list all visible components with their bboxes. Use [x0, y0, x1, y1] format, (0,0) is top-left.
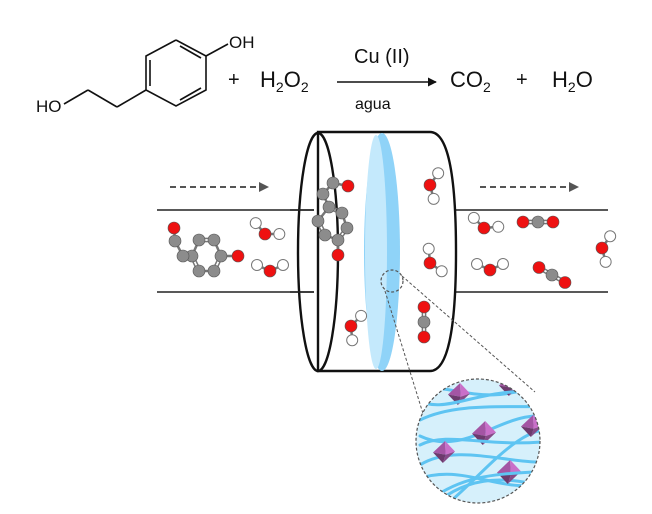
atom-o — [532, 261, 546, 274]
atom-c — [214, 249, 228, 263]
fiber-strand — [418, 403, 540, 422]
svg-text:CO2: CO2 — [450, 67, 491, 95]
plus-sign-2: + — [516, 69, 528, 91]
atom-c — [176, 249, 190, 263]
atom-o — [595, 241, 609, 255]
molecule-h2o — [595, 230, 617, 268]
molecule-co2 — [516, 215, 560, 229]
atom-o — [558, 276, 572, 289]
atom-o — [423, 178, 437, 192]
atom-c — [168, 234, 182, 248]
molecule-h2o — [423, 167, 445, 205]
atom-o — [546, 215, 560, 229]
atom-o — [258, 227, 272, 241]
atom-h — [432, 167, 445, 180]
fiber-strand — [470, 368, 550, 375]
atom-o — [231, 249, 245, 263]
atom-c — [192, 264, 206, 278]
atom-c — [417, 315, 431, 329]
atom-o — [263, 264, 277, 278]
atom-o — [483, 263, 497, 277]
atom-c — [326, 176, 340, 190]
molecule-h2o — [251, 259, 289, 278]
svg-text:H2O2: H2O2 — [260, 67, 309, 95]
atom-c — [207, 264, 221, 278]
zoom-focus-circle — [380, 269, 404, 293]
atom-o — [516, 215, 530, 229]
atom-h — [249, 217, 262, 230]
atom-c — [331, 233, 345, 247]
atom-h — [427, 192, 440, 205]
label-ho-left: HO — [36, 97, 62, 116]
atom-o — [331, 248, 345, 262]
molecule-co2 — [532, 261, 572, 289]
reaction-equation: OH HO + H2O2 Cu (II) agua CO2 + H2O — [36, 33, 593, 116]
molecule-h2o — [467, 211, 505, 235]
plus-sign-1: + — [228, 69, 240, 91]
inset-border — [415, 378, 541, 504]
molecules-layer — [167, 167, 617, 347]
catalyst-label: Cu (II) — [354, 46, 410, 68]
atom-c — [335, 206, 349, 220]
atom-h — [251, 259, 263, 271]
molecule-tyrosol — [167, 221, 245, 278]
atom-h — [492, 220, 505, 233]
atom-c — [545, 268, 559, 282]
atom-h — [277, 259, 289, 271]
zoom-callout-line-2 — [401, 275, 536, 393]
fiber-strand — [418, 453, 540, 467]
atom-o — [417, 300, 431, 314]
atom-h — [599, 255, 612, 268]
atom-h — [497, 258, 509, 270]
atom-o — [344, 319, 358, 333]
h2o2-formula: H2O2 — [260, 67, 309, 95]
atom-h — [273, 228, 286, 241]
atom-h — [435, 265, 448, 278]
zoom-callout-line-1 — [384, 290, 426, 421]
atom-h — [471, 258, 483, 270]
atom-o — [417, 330, 431, 344]
svg-text:H2O: H2O — [552, 67, 593, 95]
solvent-label: agua — [355, 96, 391, 113]
atom-c — [322, 200, 336, 214]
label-oh-top: OH — [229, 33, 255, 52]
inlet-pipe — [157, 209, 314, 293]
atom-h — [467, 211, 480, 224]
molecule-h2o — [344, 309, 368, 347]
atom-c — [316, 187, 330, 201]
atom-c — [531, 215, 545, 229]
atom-o — [477, 221, 491, 235]
atom-o — [167, 221, 181, 235]
atom-o — [423, 256, 437, 270]
h2o-formula: H2O — [552, 67, 593, 95]
fiber-strand — [438, 478, 540, 502]
tyrosol-structure — [63, 39, 229, 108]
crystal-octahedron — [433, 441, 455, 463]
fiber-strand — [428, 468, 540, 502]
fiber-strand — [418, 437, 540, 447]
atom-c — [340, 221, 354, 235]
outlet-pipe — [452, 209, 608, 293]
atom-h — [355, 309, 368, 322]
atom-o — [341, 179, 355, 193]
membrane-disk-highlight — [365, 135, 387, 369]
molecule-h2o — [471, 258, 509, 277]
atom-h — [604, 230, 617, 243]
atom-c — [318, 228, 332, 242]
atom-c — [207, 233, 221, 247]
atom-h — [422, 242, 435, 255]
atom-c — [192, 233, 206, 247]
molecule-co2 — [417, 300, 431, 344]
molecule-tyrosol — [311, 176, 355, 262]
atom-h — [346, 334, 359, 347]
membrane-inset — [415, 368, 550, 504]
molecule-h2o — [249, 217, 286, 241]
molecule-h2o — [422, 242, 448, 278]
co2-formula: CO2 — [450, 67, 491, 95]
atom-c — [311, 214, 325, 228]
